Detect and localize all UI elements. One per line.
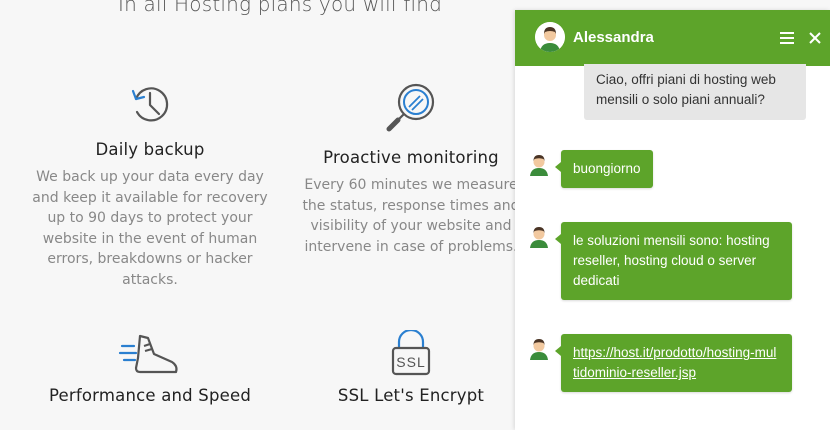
agent-message: le soluzioni mensili sono: hosting resel…	[555, 222, 792, 300]
history-clock-icon	[131, 87, 169, 122]
agent-message-link: https://host.it/prodotto/hosting-multido…	[555, 334, 792, 392]
feature-title: Daily backup	[95, 140, 205, 159]
section-title: In all Hosting plans you will find	[117, 0, 442, 16]
close-icon	[809, 32, 821, 44]
chat-widget[interactable]: Alessandra Ciao, offri piani di hosting …	[515, 10, 830, 430]
feature-title: Proactive monitoring	[323, 148, 499, 167]
feature-title: Performance and Speed	[48, 386, 251, 405]
running-shoe-icon	[118, 334, 178, 374]
agent-avatar	[535, 22, 565, 52]
agent-avatar-icon	[530, 227, 548, 248]
close-button[interactable]	[805, 28, 825, 48]
hamburger-menu-icon	[780, 32, 794, 44]
ssl-icon-text: SSL	[396, 354, 425, 370]
feature-ssl-lets-encrypt: SSL SSL Let's Encrypt	[291, 330, 531, 405]
feature-description: We back up your data every day and keep …	[32, 169, 268, 288]
menu-button[interactable]	[777, 28, 797, 48]
feature-description: Every 60 minutes we measure the status, …	[302, 177, 520, 255]
product-link[interactable]: https://host.it/prodotto/hosting-multido…	[573, 345, 777, 380]
agent-message: buongiorno	[555, 150, 653, 188]
agent-avatar-icon	[530, 155, 548, 176]
magnifier-icon	[386, 83, 435, 132]
agent-avatar-icon	[530, 339, 548, 360]
chat-header: Alessandra	[515, 10, 830, 66]
feature-performance-speed: Performance and Speed	[30, 330, 270, 405]
agent-name: Alessandra	[573, 29, 654, 46]
feature-daily-backup: Daily backup We back up your data every …	[30, 80, 270, 291]
user-message: Ciao, offri piani di hosting web mensili…	[584, 64, 806, 120]
feature-proactive-monitoring: Proactive monitoring Every 60 minutes we…	[291, 80, 531, 257]
feature-title: SSL Let's Encrypt	[337, 386, 485, 405]
chat-messages[interactable]: Ciao, offri piani di hosting web mensili…	[515, 64, 830, 430]
ssl-lock-icon: SSL	[391, 330, 431, 376]
